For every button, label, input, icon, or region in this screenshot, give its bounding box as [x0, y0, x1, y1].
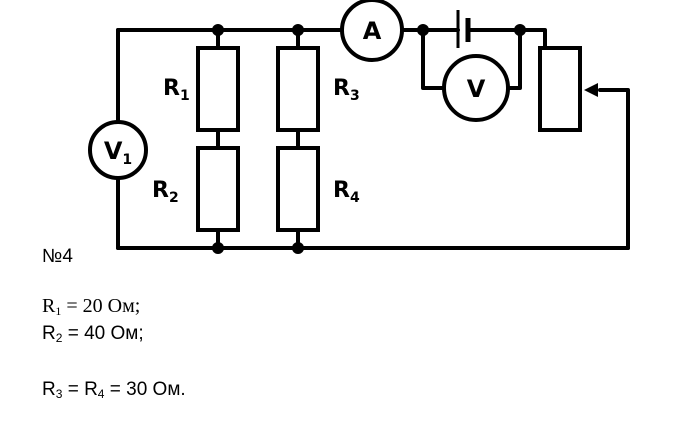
junction-node: [292, 242, 304, 254]
given-r2: R2 = 40 Ом;: [42, 323, 144, 345]
svg-text:V1: V1: [104, 137, 132, 168]
label-r4: R4: [333, 178, 360, 206]
junction-node: [292, 24, 304, 36]
voltmeter1: V1: [88, 120, 148, 180]
ammeter: A: [340, 0, 404, 62]
junction-node: [514, 24, 526, 36]
wire-voltmeter-loop: [421, 28, 522, 90]
voltmeter: V: [442, 54, 510, 122]
label-r3: R3: [333, 76, 360, 104]
junction-node: [212, 242, 224, 254]
junction-node: [417, 24, 429, 36]
wire-top-right: [402, 28, 547, 50]
wire-right: [598, 88, 630, 250]
given-r3-r4: R3 = R4 = 30 Ом.: [42, 379, 186, 401]
rheostat: [538, 46, 582, 132]
svg-text:A: A: [363, 17, 382, 45]
resistor-r4: [276, 146, 320, 232]
svg-text:V: V: [467, 75, 486, 103]
given-r1: R1 = 20 Ом;: [42, 295, 141, 318]
resistor-r1: [196, 46, 240, 132]
problem-number: №4: [42, 246, 73, 267]
label-r1: R1: [163, 76, 190, 104]
junction-node: [212, 24, 224, 36]
resistor-r3: [276, 46, 320, 132]
rheostat-wiper-arrow: [584, 83, 598, 97]
resistor-r2: [196, 146, 240, 232]
label-r2: R2: [152, 178, 179, 206]
